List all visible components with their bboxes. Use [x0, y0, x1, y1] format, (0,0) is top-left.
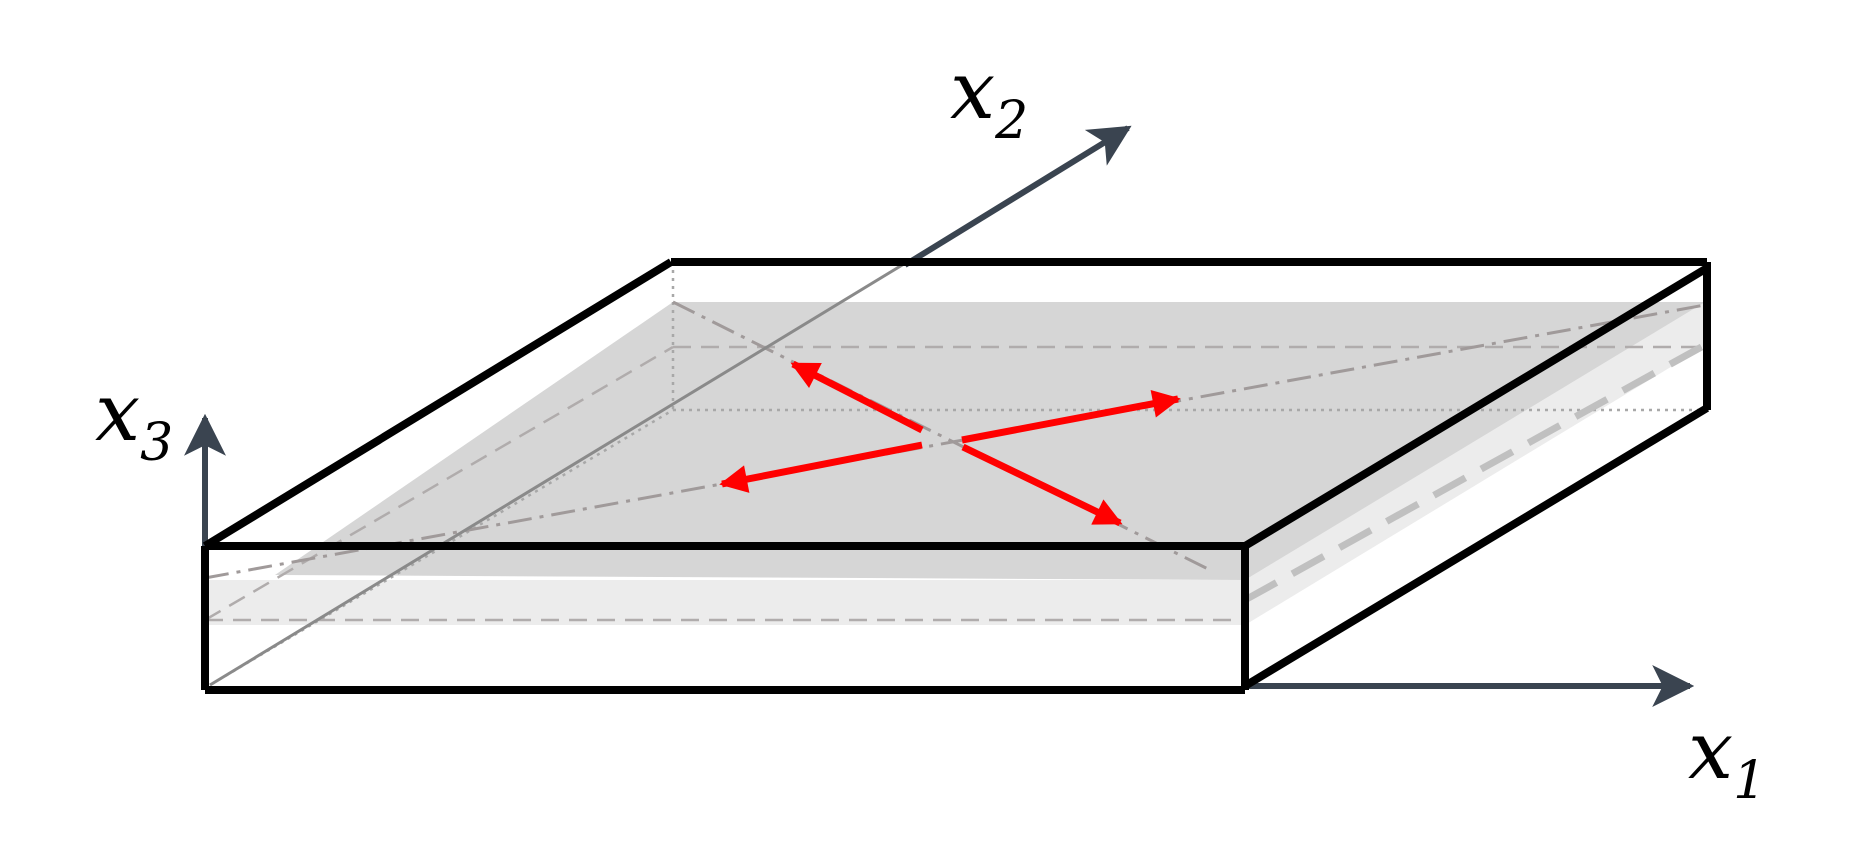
x2-label: x2	[950, 44, 1028, 151]
diagonal-a	[672, 300, 1211, 572]
x2-subscript: 2	[994, 91, 1028, 151]
front-band	[205, 580, 1245, 625]
dashed-side-heavy	[1243, 341, 1707, 604]
side-band	[1245, 300, 1707, 625]
top-left-edge	[202, 258, 674, 550]
x3-subscript: 3	[140, 413, 173, 473]
red-arrow-lower-left	[719, 441, 923, 493]
in-plane-arrows	[719, 360, 1181, 527]
diagonal-b	[204, 303, 1706, 580]
thickness-band	[205, 300, 1707, 625]
bottom-right-edge	[1242, 404, 1710, 690]
centre-diagonals	[204, 300, 1706, 580]
red-arrow-lower-right	[961, 443, 1123, 527]
plate-outline	[201, 258, 1711, 694]
top-right-edge	[1242, 264, 1710, 550]
x2-axis-arrow	[903, 125, 1132, 268]
dashed-left	[204, 345, 674, 622]
red-arrow-upper-left	[790, 360, 924, 434]
dashed-guides	[204, 345, 1705, 622]
x3-label: x3	[95, 366, 173, 473]
x1-subscript: 1	[1733, 751, 1766, 811]
red-arrow-upper-right	[961, 389, 1181, 444]
x1-label: x1	[1688, 704, 1766, 811]
